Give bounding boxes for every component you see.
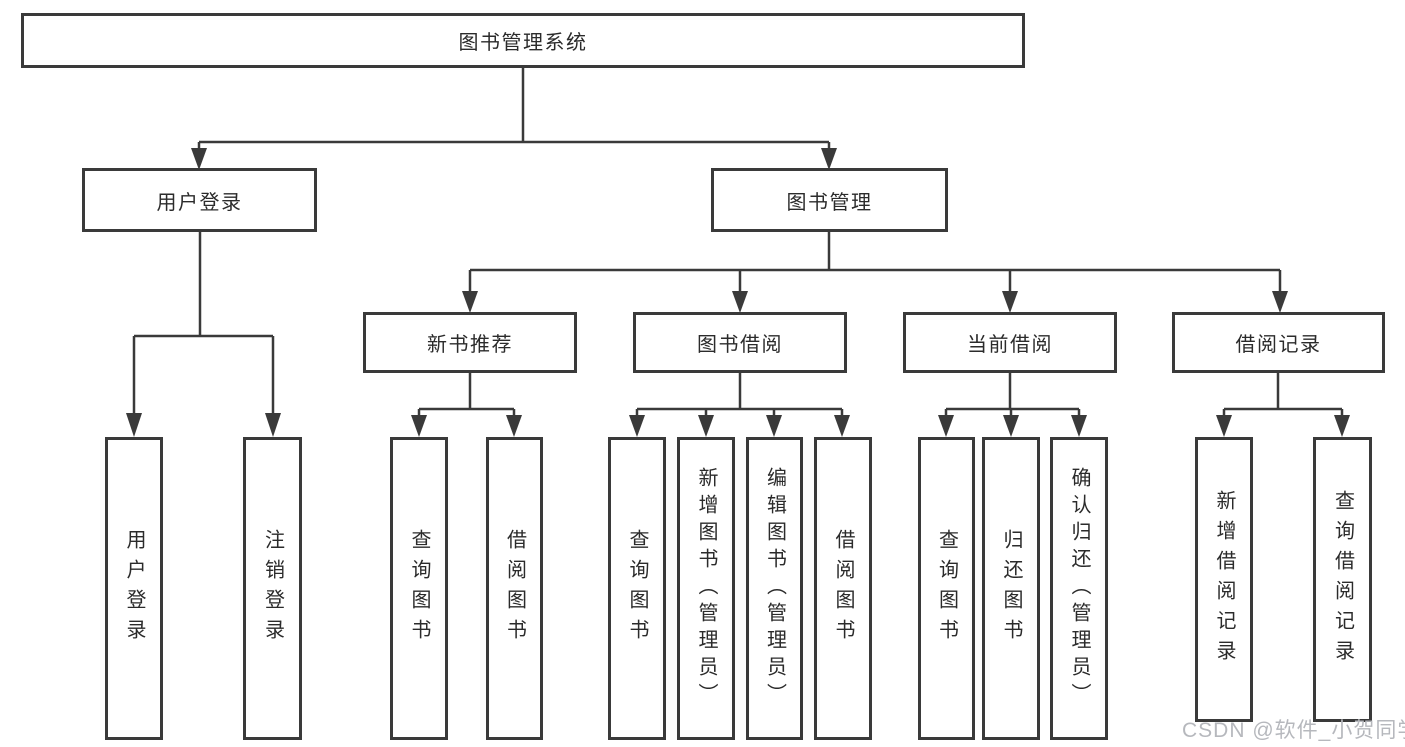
node-user-login: 用户登录: [82, 168, 317, 232]
leaf-query-borrow-record: 查询借阅记录: [1313, 437, 1372, 722]
leaf-borrow-books-recommend: 借阅图书: [486, 437, 543, 740]
leaf-add-books-admin: 新增图书（管理员）: [677, 437, 735, 740]
leaf-confirm-return-admin: 确认归还（管理员）: [1050, 437, 1108, 740]
leaf-return-books: 归还图书: [982, 437, 1040, 740]
leaf-query-books-recommend: 查询图书: [390, 437, 448, 740]
node-book-borrow: 图书借阅: [633, 312, 847, 373]
node-borrow-record: 借阅记录: [1172, 312, 1385, 373]
leaf-user-login: 用户登录: [105, 437, 163, 740]
node-new-book-recommend: 新书推荐: [363, 312, 577, 373]
leaf-query-books-current: 查询图书: [918, 437, 975, 740]
node-current-borrow: 当前借阅: [903, 312, 1117, 373]
leaf-edit-books-admin: 编辑图书（管理员）: [746, 437, 803, 740]
leaf-logout: 注销登录: [243, 437, 302, 740]
node-book-management: 图书管理: [711, 168, 948, 232]
leaf-query-books-borrow: 查询图书: [608, 437, 666, 740]
node-root-system: 图书管理系统: [21, 13, 1025, 68]
leaf-borrow-books: 借阅图书: [814, 437, 872, 740]
leaf-add-borrow-record: 新增借阅记录: [1195, 437, 1253, 722]
csdn-watermark: CSDN @软件_小贺同学: [1182, 719, 1405, 742]
